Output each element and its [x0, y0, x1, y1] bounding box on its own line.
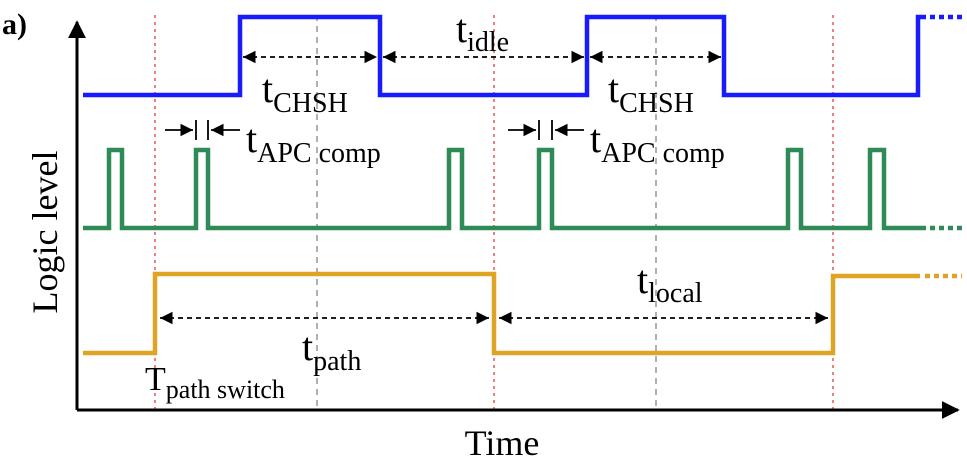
- x-axis-label: Time: [465, 423, 540, 463]
- label-t-apc-2: tAPC comp: [590, 116, 725, 169]
- label-t-chsh-2: tCHSH: [608, 66, 694, 119]
- panel-label: a): [2, 8, 27, 41]
- label-t-local: tlocal: [637, 257, 703, 309]
- chsh-signal: [83, 14, 926, 98]
- label-t-chsh-1: tCHSH: [262, 66, 348, 119]
- label-t-idle: tidle: [456, 6, 509, 58]
- apc-signal: [83, 147, 926, 231]
- dimension-arrows: [160, 50, 828, 325]
- label-t-path: tpath: [302, 324, 361, 377]
- label-t-apc-1: tAPC comp: [246, 116, 381, 169]
- path-signal: [83, 271, 920, 356]
- y-axis-label: Logic level: [25, 151, 65, 314]
- label-t-path-switch: Tpath switch: [145, 361, 285, 404]
